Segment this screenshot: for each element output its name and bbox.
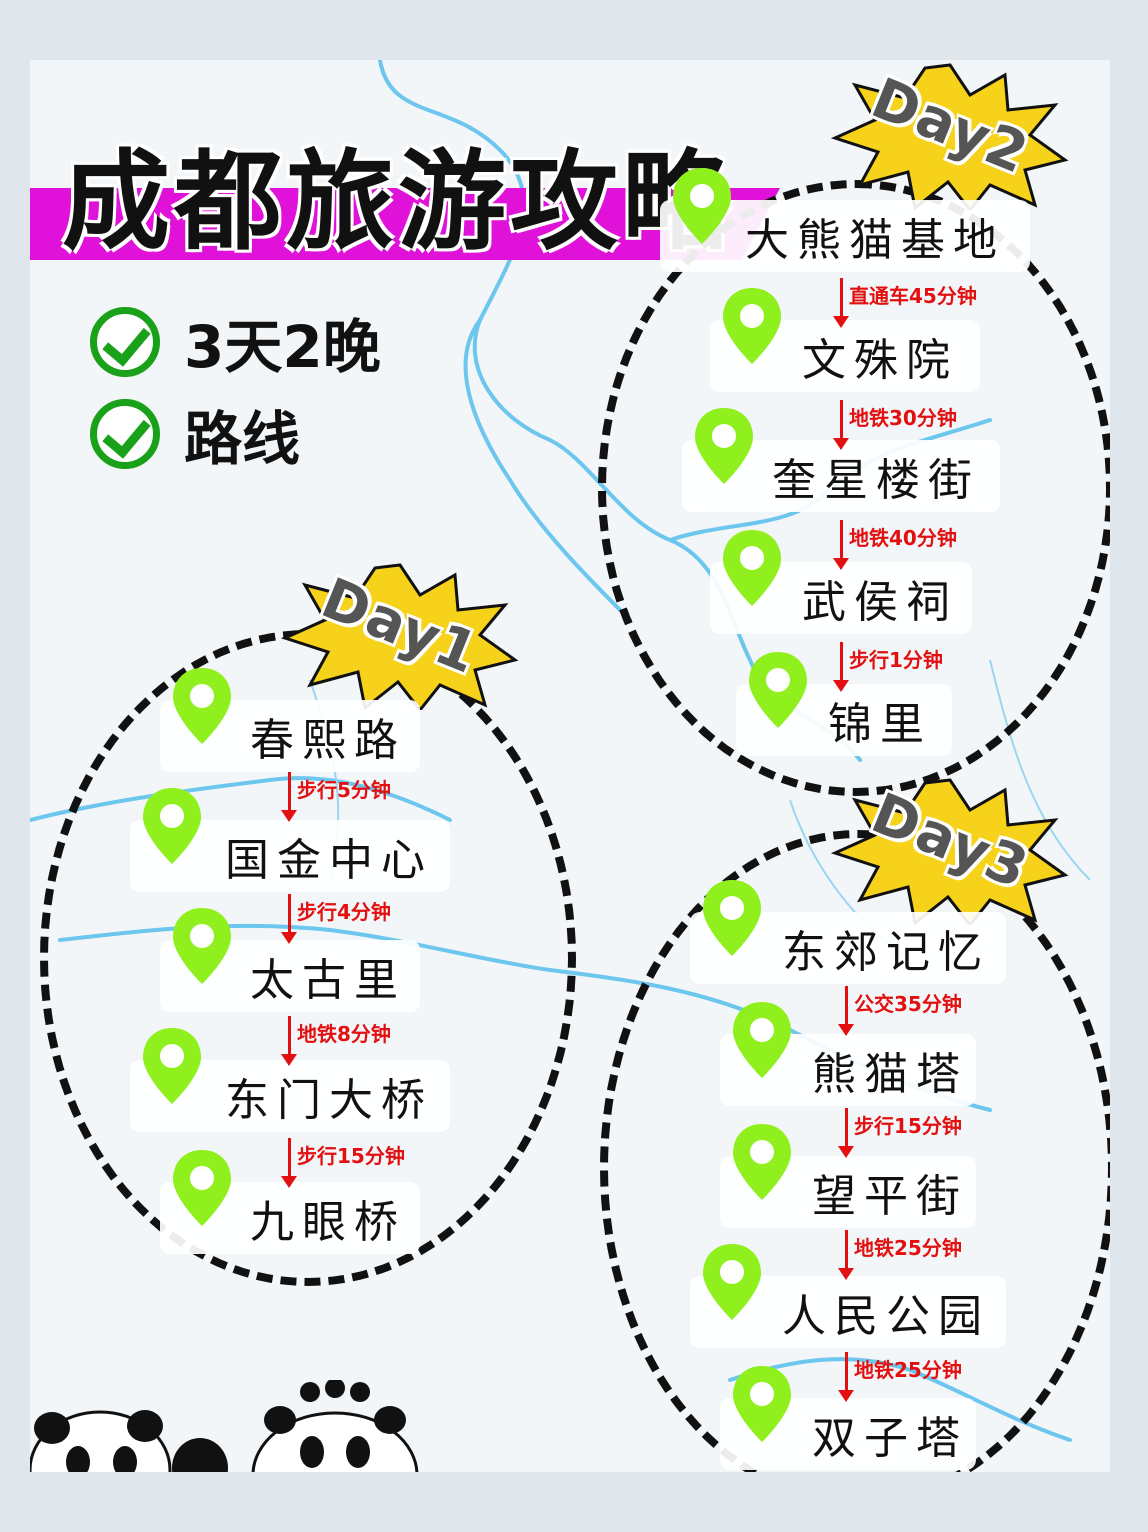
transit-arrow-icon (281, 1138, 297, 1188)
transit-text: 地铁40分钟 (849, 526, 957, 550)
day1-transit: 步行15分钟 (281, 1138, 405, 1188)
location-pin-icon (173, 1150, 231, 1226)
stop-name: 大熊猫基地 (745, 215, 1005, 266)
stop-name: 熊猫塔 (812, 1049, 968, 1100)
day3-route-loop (600, 830, 1110, 1472)
location-pin-icon (733, 1124, 791, 1200)
check-circle-icon (90, 399, 160, 469)
day2-badge: Day2 (830, 60, 1070, 210)
location-pin-icon (733, 1366, 791, 1442)
day3-transit: 地铁25分钟 (838, 1230, 962, 1280)
highlight-text: 路线 (184, 405, 301, 473)
transit-arrow-icon (833, 642, 849, 692)
day1-stop: 九眼桥 (160, 1182, 420, 1254)
starburst-icon (280, 563, 519, 710)
transit-text: 步行15分钟 (297, 1144, 405, 1168)
location-pin-icon (673, 168, 731, 244)
day1-transit: 步行5分钟 (281, 772, 391, 822)
starburst-icon (830, 63, 1069, 210)
stop-name: 奎星楼街 (772, 455, 980, 506)
location-pin-icon (733, 1002, 791, 1078)
transit-arrow-icon (833, 278, 849, 328)
transit-arrow-icon (838, 1352, 854, 1402)
page-title: 成都旅游攻略 (62, 140, 735, 265)
stop-name: 东门大桥 (225, 1075, 433, 1126)
panda-icon (30, 1410, 228, 1472)
day3-transit: 公交35分钟 (838, 986, 962, 1036)
transit-arrow-icon (838, 986, 854, 1036)
stop-name: 太古里 (250, 955, 406, 1006)
day2-transit: 直通车45分钟 (833, 278, 977, 328)
location-pin-icon (749, 652, 807, 728)
day3-badge: Day3 (830, 775, 1070, 925)
stop-name: 锦里 (828, 699, 932, 750)
day2-transit: 地铁40分钟 (833, 520, 957, 570)
day3-transit: 步行15分钟 (838, 1108, 962, 1158)
day1-transit: 步行4分钟 (281, 894, 391, 944)
transit-text: 地铁25分钟 (854, 1236, 962, 1260)
highlight-route: 路线 (90, 392, 300, 476)
transit-arrow-icon (833, 520, 849, 570)
transit-arrow-icon (281, 772, 297, 822)
transit-arrow-icon (833, 400, 849, 450)
stop-name: 东郊记忆 (782, 927, 990, 978)
stop-name: 人民公园 (782, 1291, 990, 1342)
day2-transit: 步行1分钟 (833, 642, 943, 692)
location-pin-icon (695, 408, 753, 484)
transit-arrow-icon (281, 894, 297, 944)
starburst-icon (830, 778, 1069, 925)
location-pin-icon (703, 1244, 761, 1320)
transit-arrow-icon (838, 1108, 854, 1158)
transit-arrow-icon (281, 1016, 297, 1066)
highlight-duration: 3天2晚 (90, 300, 381, 384)
location-pin-icon (703, 880, 761, 956)
day3-stop: 东郊记忆 (690, 912, 1006, 984)
transit-text: 步行15分钟 (854, 1114, 962, 1138)
stop-name: 春熙路 (250, 715, 406, 766)
location-pin-icon (723, 530, 781, 606)
check-circle-icon (90, 307, 160, 377)
stop-name: 文殊院 (802, 335, 958, 386)
transit-text: 直通车45分钟 (849, 284, 977, 308)
travel-guide-card: 成都旅游攻略 3天2晚 路线 Day1 Day2 (30, 60, 1110, 1472)
day1-stop: 国金中心 (130, 820, 450, 892)
stop-name: 九眼桥 (250, 1197, 406, 1248)
location-pin-icon (173, 668, 231, 744)
stop-name: 望平街 (812, 1171, 968, 1222)
stop-name: 双子塔 (812, 1413, 968, 1464)
day1-transit: 地铁8分钟 (281, 1016, 391, 1066)
stop-name: 国金中心 (225, 835, 433, 886)
stop-name: 武侯祠 (802, 577, 958, 628)
transit-text: 地铁30分钟 (849, 406, 957, 430)
transit-text: 步行1分钟 (849, 648, 943, 672)
transit-text: 地铁25分钟 (854, 1358, 962, 1382)
location-pin-icon (143, 788, 201, 864)
transit-text: 步行4分钟 (297, 900, 391, 924)
panda-icon (251, 1380, 419, 1472)
day3-transit: 地铁25分钟 (838, 1352, 962, 1402)
highlight-text: 3天2晚 (184, 313, 381, 381)
location-pin-icon (143, 1028, 201, 1104)
transit-text: 地铁8分钟 (297, 1022, 391, 1046)
location-pin-icon (723, 288, 781, 364)
day1-badge: Day1 (280, 560, 520, 710)
location-pin-icon (173, 908, 231, 984)
transit-arrow-icon (838, 1230, 854, 1280)
day2-stop: 大熊猫基地 (660, 200, 1030, 272)
transit-text: 步行5分钟 (297, 778, 391, 802)
day2-transit: 地铁30分钟 (833, 400, 957, 450)
day2-route-loop (598, 180, 1110, 796)
transit-text: 公交35分钟 (854, 992, 962, 1016)
